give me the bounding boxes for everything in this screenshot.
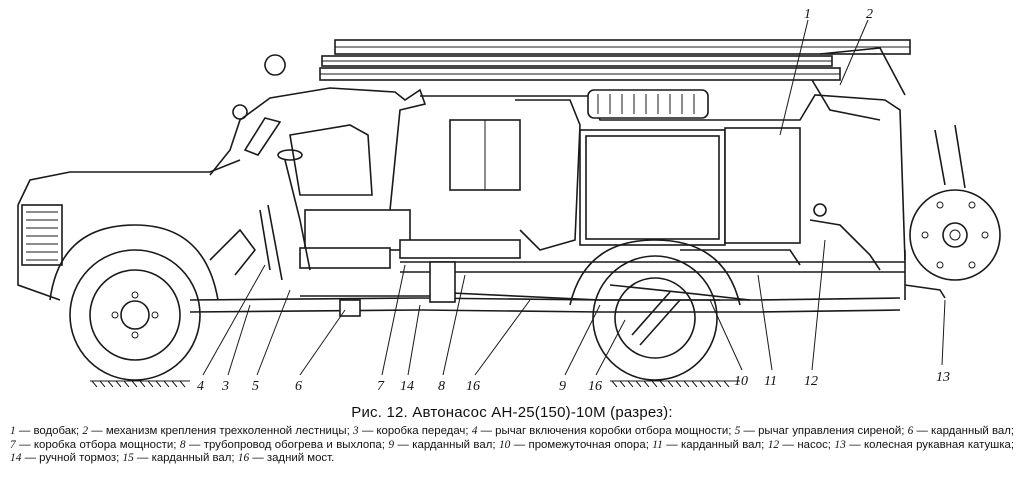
legend-item-number: 14 <box>10 452 22 465</box>
legend-item: 5 — рычаг управления сиреной; <box>735 425 905 437</box>
callout-3: 3 <box>221 379 229 394</box>
legend-item-number: 11 <box>652 438 663 451</box>
front-wheel <box>49 224 219 381</box>
legend-item-number: 16 <box>237 452 250 465</box>
callout-12: 12 <box>804 374 818 389</box>
legend-item-text: — рычаг управления сиреной; <box>743 425 905 437</box>
legend-item: 1 — водобак; <box>10 425 79 437</box>
callout-11: 11 <box>764 374 777 389</box>
body-compartments <box>399 89 906 261</box>
callout-7: 7 <box>377 379 385 394</box>
callout-13: 13 <box>936 370 950 385</box>
legend-item-number: 12 <box>767 438 780 451</box>
cab-body <box>17 54 427 301</box>
callout-16-b: 16 <box>588 379 602 394</box>
ground-hatching <box>90 380 740 388</box>
legend-item-text: — коробка отбора мощности; <box>19 438 177 451</box>
legend-item-text: — карданный вал; <box>137 452 235 465</box>
legend-item-number: 15 <box>122 452 134 465</box>
legend-item-number: 13 <box>834 438 846 451</box>
legend-item-number: 1 <box>10 425 16 437</box>
legend-item-text: — промежуточная опора; <box>513 438 649 451</box>
legend-item: 7 — коробка отбора мощности; <box>10 439 176 451</box>
legend-item: 15 — карданный вал; <box>122 452 234 464</box>
legend-item-text: — рычаг включения коробки отбора мощност… <box>480 425 732 437</box>
leader-lines <box>202 19 946 376</box>
legend-item: 4 — рычаг включения коробки отбора мощно… <box>472 425 732 437</box>
legend-item: 9 — карданный вал; <box>388 439 495 451</box>
callout-4: 4 <box>197 379 204 394</box>
legend-item-number: 3 <box>352 425 359 437</box>
figure-legend: 1 — водобак; 2 — механизм крепления трех… <box>10 425 1014 466</box>
three-section-ladder <box>319 39 911 121</box>
legend-item-text: — трубопровод обогрева и выхлопа; <box>188 438 385 451</box>
legend-item-number: 5 <box>734 425 741 437</box>
legend-item-text: — карданный вал; <box>666 438 765 451</box>
callout-2: 2 <box>866 7 873 22</box>
legend-item-text: — насос; <box>782 438 831 451</box>
legend-item-text: — ручной тормоз; <box>24 452 120 465</box>
legend-item-number: 9 <box>388 438 395 451</box>
legend-item: 11 — карданный вал; <box>652 439 764 451</box>
legend-item-number: 6 <box>907 425 914 437</box>
figure-caption: Рис. 12. Автонасос АН-25(150)-10М (разре… <box>0 404 1024 466</box>
callout-16-a: 16 <box>466 379 480 394</box>
chassis-frame <box>189 203 906 317</box>
callout-9: 9 <box>559 379 566 394</box>
legend-item-number: 4 <box>471 425 478 437</box>
cab-interior <box>209 149 411 281</box>
callout-6: 6 <box>295 379 302 394</box>
legend-item: 3 — коробка передач; <box>353 425 469 437</box>
legend-item: 10 — промежуточная опора; <box>499 439 649 451</box>
legend-item-text: — задний мост. <box>252 452 335 465</box>
legend-item: 13 — колесная рукавная катушка; <box>834 439 1014 451</box>
legend-item-text: — карданный вал; <box>397 438 496 451</box>
legend-item: 16 — задний мост. <box>238 452 334 464</box>
legend-item-text: — карданный вал; <box>916 425 1015 437</box>
legend-item-text: — колесная рукавная катушка; <box>849 438 1015 451</box>
figure-title: Рис. 12. Автонасос АН-25(150)-10М (разре… <box>351 404 673 421</box>
callout-1: 1 <box>804 7 811 22</box>
legend-item: 14 — ручной тормоз; <box>10 452 119 464</box>
legend-item-text: — механизм крепления трехколенной лестни… <box>91 425 350 437</box>
callout-5: 5 <box>252 379 259 394</box>
legend-item: 8 — трубопровод обогрева и выхлопа; <box>180 439 385 451</box>
callout-labels: 1 2 3 4 5 6 7 14 8 16 9 16 10 11 12 13 <box>197 7 950 394</box>
legend-item-number: 10 <box>498 438 511 451</box>
legend-item: 6 — карданный вал; <box>908 425 1014 437</box>
legend-item: 2 — механизм крепления трехколенной лест… <box>82 425 349 437</box>
callout-8: 8 <box>438 379 445 394</box>
legend-item-number: 8 <box>179 438 186 451</box>
callout-14: 14 <box>400 379 414 394</box>
legend-item-text: — коробка передач; <box>361 425 469 437</box>
legend-item-number: 7 <box>10 438 16 451</box>
legend-item-text: — водобак; <box>18 425 80 437</box>
hose-reel <box>904 124 1001 299</box>
callout-10: 10 <box>734 374 748 389</box>
legend-item-number: 2 <box>82 425 89 437</box>
legend-item: 12 — насос; <box>768 439 831 451</box>
fire-truck-cutaway-drawing: 1 2 3 4 5 6 7 14 8 16 9 16 10 11 12 13 <box>17 7 1001 394</box>
